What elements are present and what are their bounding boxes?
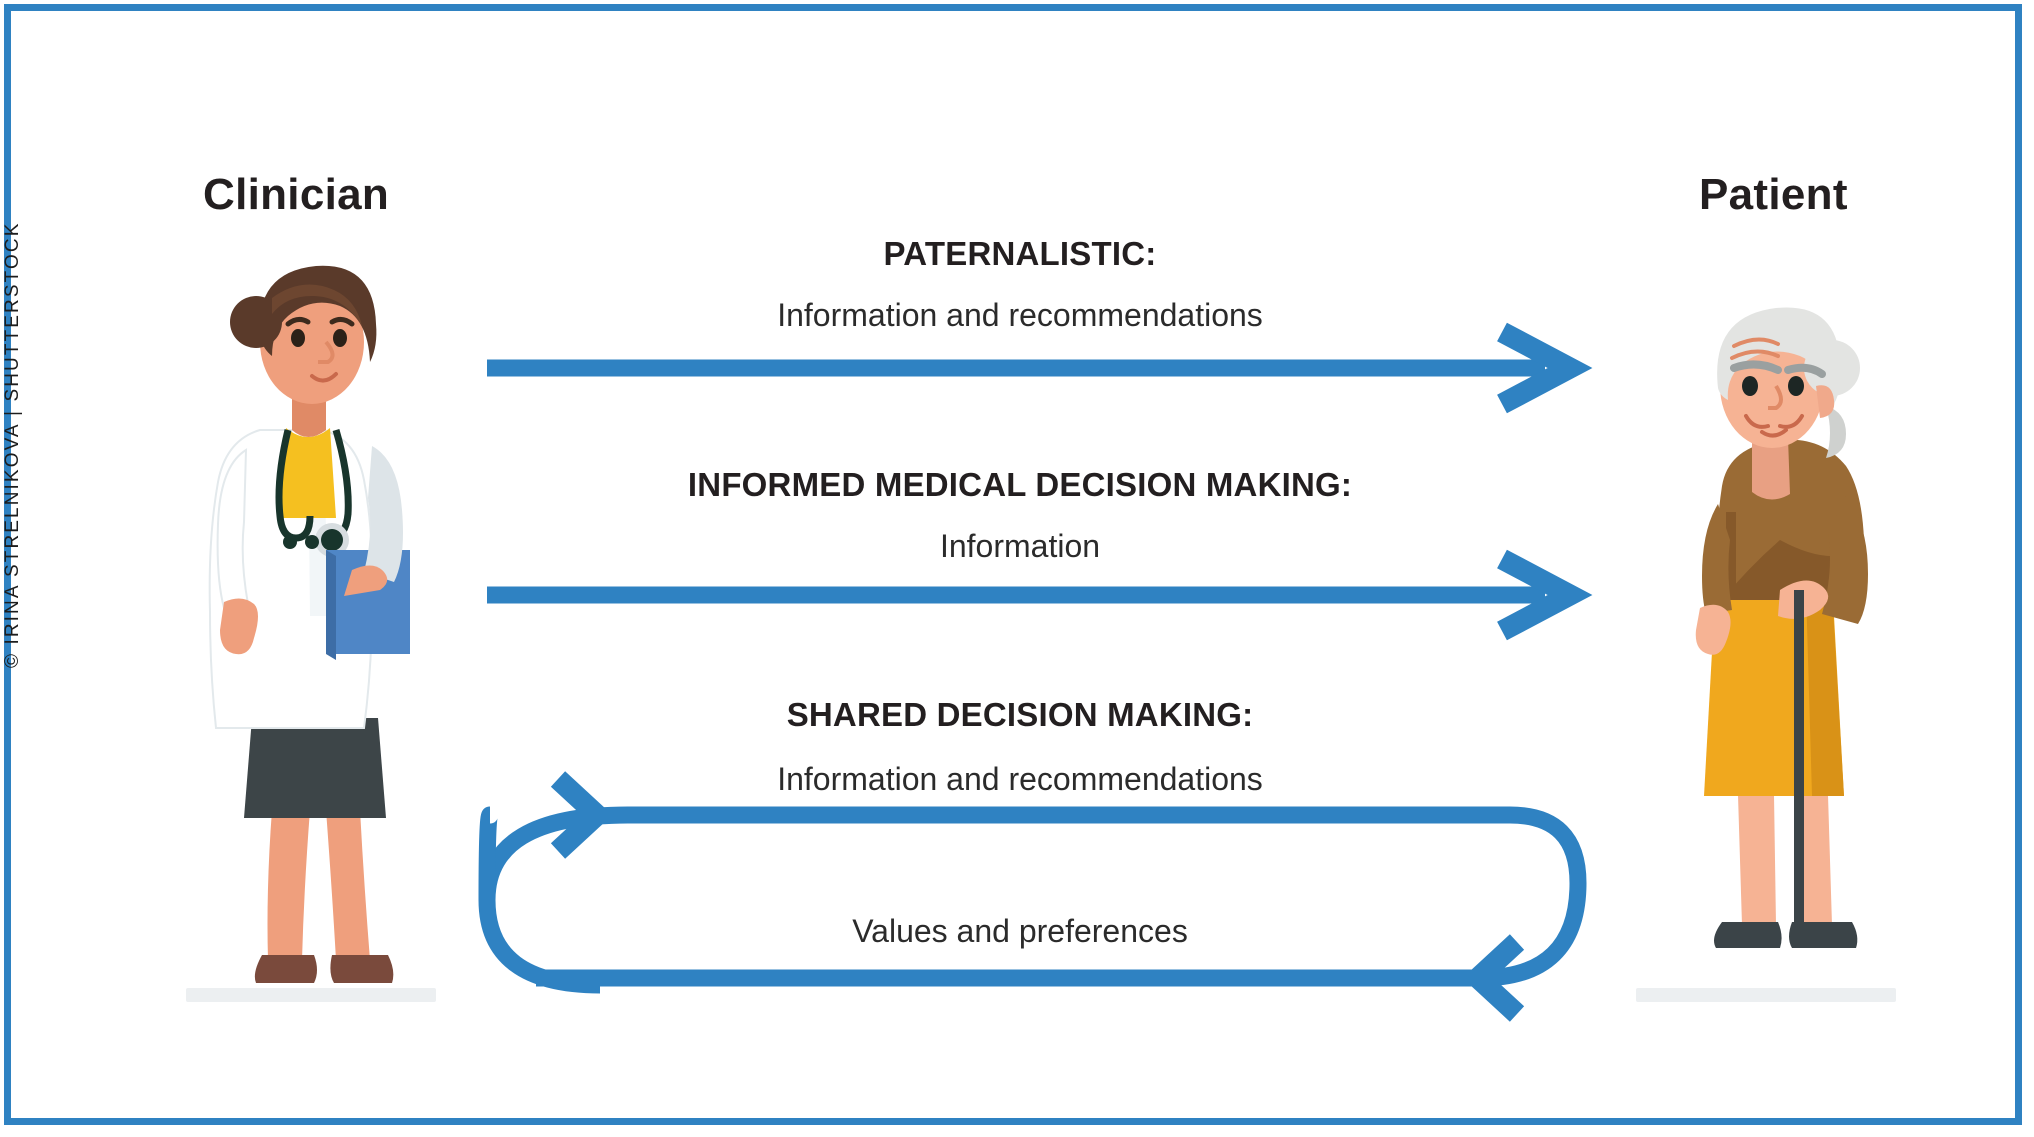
flow-subtitle-shared-outbound: Information and recommendations xyxy=(777,761,1263,797)
patient-hand-left xyxy=(1695,604,1731,655)
clinician-leg-right xyxy=(326,810,370,960)
clinician-mouth xyxy=(310,372,338,383)
arrow-head-shared-outbound xyxy=(550,771,613,859)
patient-smile-right xyxy=(1778,414,1804,429)
clinician-heading: Clinician xyxy=(203,170,390,219)
clinician-shoe-right xyxy=(330,955,394,983)
patient-ear xyxy=(1816,385,1835,418)
patient-figure xyxy=(1695,307,1868,948)
patient-sleeve-right xyxy=(1822,496,1868,624)
patient-mouth xyxy=(1760,428,1788,438)
clinician-skirt xyxy=(244,718,386,818)
clinician-stethoscope-tip-right xyxy=(305,535,319,549)
clinician-shoe-left xyxy=(254,955,317,983)
patient-eye-right xyxy=(1788,376,1804,396)
arrow-head-informed xyxy=(1497,549,1593,641)
patient-leg-left xyxy=(1738,795,1776,925)
clinician-brow-right xyxy=(329,316,355,327)
patient-sweater-shade xyxy=(1722,540,1860,600)
clinician-sleeve-right xyxy=(364,446,403,582)
patient-leg-right xyxy=(1796,795,1832,925)
patient-shoe-right xyxy=(1789,922,1858,948)
patient-wrinkle-2 xyxy=(1730,349,1780,360)
patient-wrinkle-1 xyxy=(1732,337,1780,348)
patient-sleeve-left xyxy=(1702,504,1732,614)
clinician-stethoscope-bell xyxy=(321,529,343,551)
clinician-brow-left xyxy=(285,316,311,327)
clinician-sleeve-left xyxy=(216,448,250,610)
flow-subtitle-informed: Information xyxy=(939,528,1101,564)
clinician-eye-left xyxy=(291,329,305,347)
arrow-head-shared-return xyxy=(1462,934,1525,1022)
patient-cane xyxy=(1794,590,1804,942)
clinician-hand-right xyxy=(344,565,388,596)
patient-shoe-left xyxy=(1714,922,1782,948)
clinician-leg-left xyxy=(267,810,310,960)
arrow-head-paternalistic xyxy=(1497,322,1593,414)
patient-brow-left xyxy=(1730,360,1782,374)
flow-title-shared: SHARED DECISION MAKING: xyxy=(786,696,1254,733)
arrow-shaft-shared-return xyxy=(536,882,1587,987)
patient-brow-right xyxy=(1784,363,1826,378)
patient-skirt-shade xyxy=(1806,590,1844,796)
clinician-eye-right xyxy=(333,329,347,347)
flow-title-paternalistic: PATERNALISTIC: xyxy=(883,235,1157,272)
flow-subtitle-paternalistic: Information and recommendations xyxy=(777,297,1263,333)
patient-floor-shadow xyxy=(1636,988,1896,1002)
clinician-clipboard-edge xyxy=(326,550,336,660)
clinician-stethoscope-tip-left xyxy=(283,535,297,549)
clinician-hair-highlight xyxy=(272,284,362,326)
patient-nose xyxy=(1768,384,1783,410)
patient-hair-shade xyxy=(1826,406,1846,458)
patient-smile-left xyxy=(1744,414,1770,429)
clinician-floor-shadow xyxy=(186,988,436,1002)
flow-title-informed: INFORMED MEDICAL DECISION MAKING: xyxy=(687,466,1353,503)
patient-eye-left xyxy=(1742,376,1758,396)
patient-hair-bun xyxy=(1804,340,1860,396)
patient-heading: Patient xyxy=(1699,170,1848,219)
arrow-shaft-shared-outbound-top xyxy=(632,806,1587,884)
arrow-curve-left-upper xyxy=(478,806,499,901)
patient-neck xyxy=(1752,438,1790,500)
clinician-stethoscope-left xyxy=(275,429,314,542)
clinician-shirt xyxy=(280,428,336,518)
flow-subtitle-shared-return: Values and preferences xyxy=(852,913,1188,949)
clinician-figure xyxy=(208,265,410,983)
clinician-nose xyxy=(318,340,335,364)
patient-hair xyxy=(1717,307,1841,414)
clinician-hand-left xyxy=(220,598,258,655)
clinician-hair-bun xyxy=(230,296,282,348)
